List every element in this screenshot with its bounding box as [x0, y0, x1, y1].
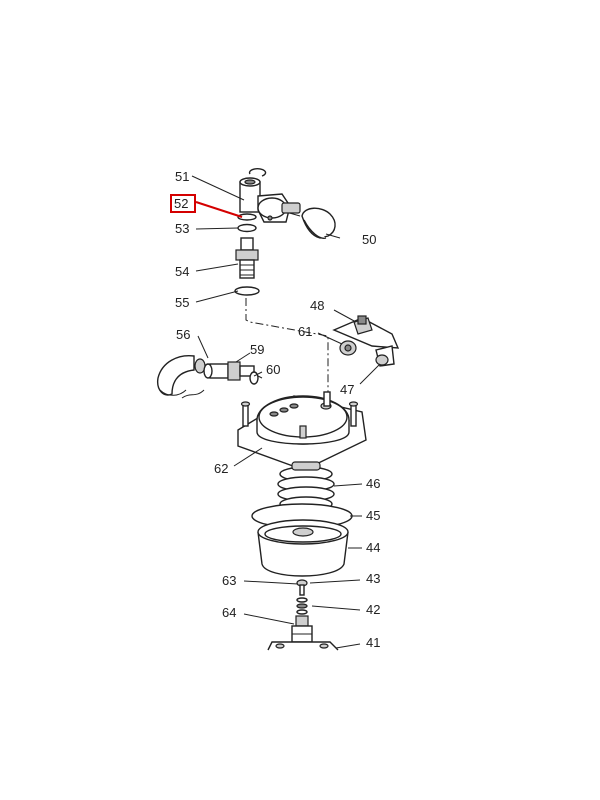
part-47-switch[interactable] — [375, 345, 395, 367]
label-45[interactable]: 45 — [366, 508, 380, 523]
leader-lines — [191, 175, 381, 649]
part-64-valve-stem[interactable] — [291, 615, 313, 643]
part-61-nut[interactable] — [339, 340, 357, 356]
part-55-o-ring[interactable] — [234, 286, 260, 296]
part-51-valve-body[interactable] — [239, 167, 291, 223]
label-54[interactable]: 54 — [175, 264, 189, 279]
label-51[interactable]: 51 — [175, 169, 189, 184]
part-52-o-ring[interactable] — [237, 213, 257, 221]
part-60-o-ring[interactable] — [249, 371, 259, 385]
label-64[interactable]: 64 — [222, 605, 236, 620]
label-46[interactable]: 46 — [366, 476, 380, 491]
part-42-washers[interactable] — [296, 597, 308, 615]
part-52-highlight-box — [170, 194, 196, 213]
label-55[interactable]: 55 — [175, 295, 189, 310]
part-54-fitting[interactable] — [235, 237, 259, 279]
part-48-bracket[interactable] — [332, 315, 400, 349]
label-47[interactable]: 47 — [340, 382, 354, 397]
label-63[interactable]: 63 — [222, 573, 236, 588]
part-41-body[interactable] — [267, 641, 339, 651]
label-61[interactable]: 61 — [298, 324, 312, 339]
part-labels: 51 52 53 54 55 56 59 60 50 48 61 47 62 4… — [174, 169, 380, 650]
part-62-cover[interactable] — [237, 391, 367, 471]
label-44[interactable]: 44 — [366, 540, 380, 555]
part-44-cup[interactable] — [257, 519, 349, 577]
label-41[interactable]: 41 — [366, 635, 380, 650]
label-48[interactable]: 48 — [310, 298, 324, 313]
part-53-o-ring[interactable] — [237, 223, 257, 233]
part-56-hose[interactable] — [157, 355, 205, 399]
assembly-axis-lines — [245, 298, 329, 392]
cover-bolts — [240, 401, 359, 427]
label-43[interactable]: 43 — [366, 571, 380, 586]
part-50-knob[interactable] — [281, 202, 336, 239]
part-43-screw[interactable] — [296, 579, 308, 596]
label-42[interactable]: 42 — [366, 602, 380, 617]
label-59[interactable]: 59 — [250, 342, 264, 357]
label-56[interactable]: 56 — [176, 327, 190, 342]
label-50[interactable]: 50 — [362, 232, 376, 247]
label-62[interactable]: 62 — [214, 461, 228, 476]
label-60[interactable]: 60 — [266, 362, 280, 377]
label-53[interactable]: 53 — [175, 221, 189, 236]
label-52[interactable]: 52 — [174, 196, 188, 211]
part-59-connector[interactable] — [203, 361, 255, 381]
